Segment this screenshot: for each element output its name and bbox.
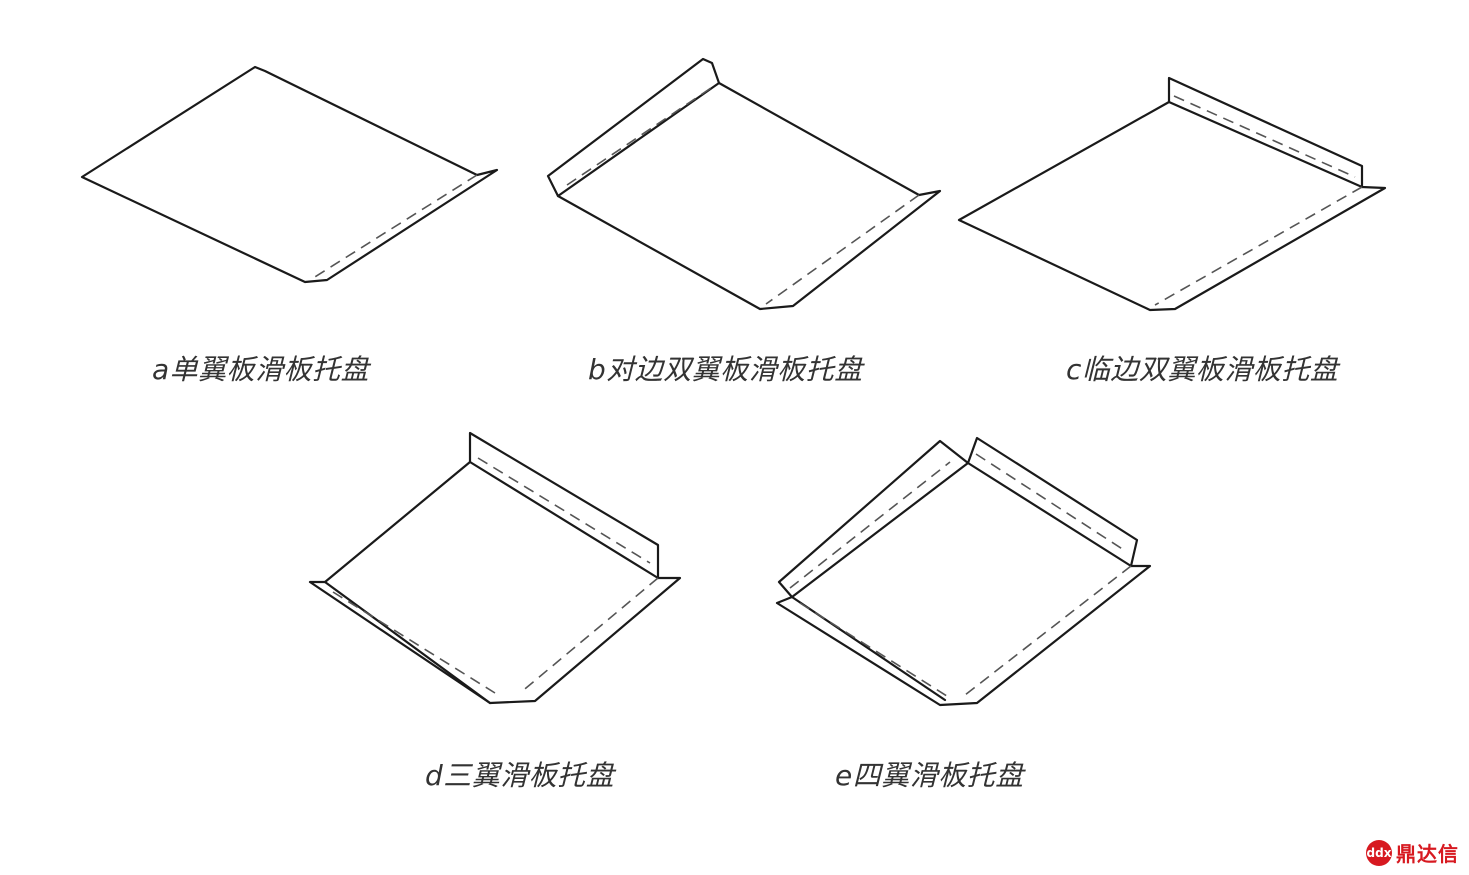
brand-name: 鼎达信 (1396, 842, 1459, 866)
figure-d-fold-line-left (332, 591, 496, 694)
figure-a-caption: a单翼板滑板托盘 (152, 353, 370, 386)
figure-b-caption: b对边双翼板滑板托盘 (588, 353, 863, 386)
figure-b-fold-line-right (765, 194, 920, 305)
figure-a-outline (80, 65, 499, 284)
figure-b-opposite-double-wing-sheet (546, 57, 942, 311)
figure-d-outline (308, 431, 682, 705)
figure-b-fold-line-left (566, 87, 712, 186)
figure-d-three-wing-sheet (308, 431, 682, 705)
brand-mark-icon: ddx (1366, 839, 1392, 866)
figure-e-fold-line-front-left (799, 602, 951, 699)
figure-c-back-wing-edge (1167, 100, 1364, 189)
figure-c-adjacent-double-wing-sheet (957, 76, 1387, 312)
figure-e-back-left-wing-edge (790, 461, 970, 599)
figure-e-four-wing-sheet (775, 436, 1152, 707)
figure-c-outline (957, 76, 1387, 312)
brand-logo: ddx 鼎达信 (1366, 838, 1459, 867)
figure-a-fold-line (309, 174, 478, 281)
figure-b-outline (546, 57, 942, 311)
figure-a-single-wing-sheet (80, 65, 499, 284)
figure-e-back-right-wing-edge (966, 461, 1133, 568)
figure-d-back-wing-edge (468, 460, 660, 580)
figure-d-fold-line-right (519, 577, 659, 694)
figure-d-left-wing-edge (323, 580, 492, 705)
figure-b-left-wing-edge (556, 81, 721, 198)
figure-c-fold-line-back (1173, 95, 1356, 178)
figure-e-fold-line-back-left (789, 461, 951, 589)
figure-e-caption: e四翼滑板托盘 (835, 759, 1024, 792)
figure-c-fold-line-right (1154, 186, 1363, 306)
figure-d-caption: d三翼滑板托盘 (425, 759, 615, 792)
figure-d-fold-line-back (477, 457, 651, 564)
figure-c-caption: c临边双翼板滑板托盘 (1066, 353, 1339, 386)
figure-e-fold-line-back-right (975, 453, 1128, 553)
figure-e-outline (775, 436, 1152, 707)
